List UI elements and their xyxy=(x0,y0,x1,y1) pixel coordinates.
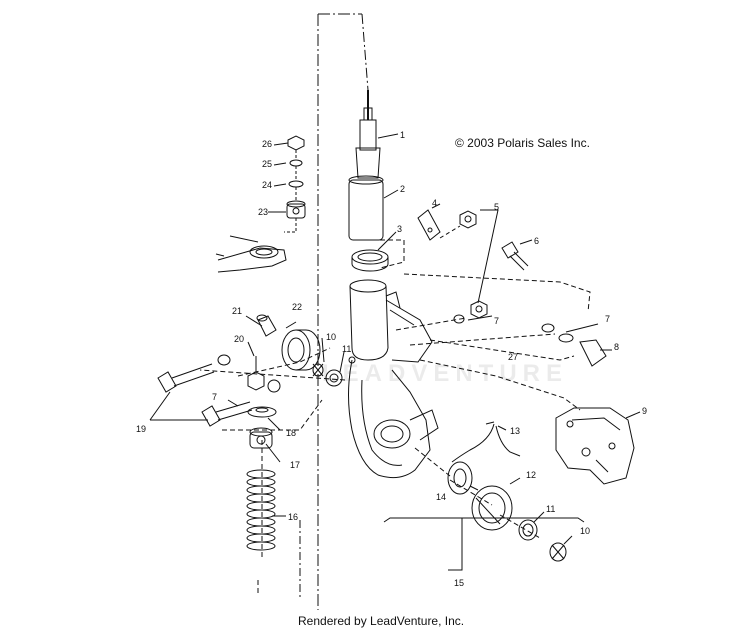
part-shock-body xyxy=(348,175,384,241)
callout-19: 19 xyxy=(136,424,146,434)
part-bearing-22 xyxy=(281,329,321,371)
part-seal-14 xyxy=(447,461,473,495)
watermark: LEADVENTURE xyxy=(322,360,569,387)
part-sensor-13 xyxy=(451,421,521,463)
callout-11a: 11 xyxy=(342,344,351,354)
callout-11b: 11 xyxy=(546,504,555,514)
leader-19 xyxy=(149,391,208,421)
part-strut-housing xyxy=(349,279,433,363)
bracket-15 xyxy=(383,517,585,523)
leader-5 xyxy=(477,209,499,304)
rendered-by-text: Rendered by LeadVenture, Inc. xyxy=(298,614,465,628)
callout-25: 25 xyxy=(262,159,272,169)
callout-14: 14 xyxy=(436,492,446,502)
callout-3: 3 xyxy=(397,224,402,234)
part-seal-11a xyxy=(325,369,343,387)
part-washer-7a xyxy=(453,314,465,324)
callout-7b: 7 xyxy=(605,314,610,324)
callout-24: 24 xyxy=(262,180,272,190)
part-nut-10a xyxy=(312,363,324,377)
part-washer-25 xyxy=(289,159,303,167)
part-washer-18 xyxy=(247,406,277,418)
callout-10a: 10 xyxy=(326,332,336,342)
callout-21: 21 xyxy=(232,306,242,316)
callout-1: 1 xyxy=(400,130,405,140)
callout-23: 23 xyxy=(258,207,268,217)
callout-18: 18 xyxy=(286,428,296,438)
callout-6: 6 xyxy=(534,236,539,246)
callout-4: 4 xyxy=(432,198,437,208)
part-nut-10b xyxy=(549,542,567,562)
callout-7a: 7 xyxy=(494,316,499,326)
callout-27: 27 xyxy=(508,352,518,362)
part-bolt-19-lower xyxy=(201,401,253,427)
callout-2: 2 xyxy=(400,184,405,194)
callout-labels: 1 2 3 4 5 6 7 7 7 8 9 10 10 11 11 12 13 … xyxy=(136,130,647,588)
part-bushing-23 xyxy=(286,200,306,219)
part-shock-rod xyxy=(355,90,381,179)
callout-20: 20 xyxy=(234,334,244,344)
callout-5: 5 xyxy=(494,202,499,212)
callout-7c: 7 xyxy=(212,392,217,402)
part-pad-8 xyxy=(579,339,607,367)
callout-15: 15 xyxy=(454,578,464,588)
center-line xyxy=(317,13,362,610)
callout-10b: 10 xyxy=(580,526,590,536)
part-bracket-4 xyxy=(417,209,441,241)
part-control-arm xyxy=(215,235,287,273)
part-seal-11b xyxy=(518,519,538,541)
callout-13: 13 xyxy=(510,426,520,436)
part-bearing-12 xyxy=(471,485,513,531)
callout-16: 16 xyxy=(288,512,298,522)
leader-15 xyxy=(448,518,463,571)
callout-22: 22 xyxy=(292,302,302,312)
part-bolt-6 xyxy=(501,241,529,271)
callout-12: 12 xyxy=(526,470,536,480)
callout-8: 8 xyxy=(614,342,619,352)
part-nut-5-top xyxy=(459,210,477,229)
part-nut-20 xyxy=(247,356,265,391)
part-nut-26 xyxy=(287,135,305,151)
part-washer-7d xyxy=(558,333,574,343)
part-ball-joint-21 xyxy=(256,314,277,337)
part-seal-3 xyxy=(351,249,389,272)
part-caliper-9 xyxy=(555,407,635,485)
part-washer-7b xyxy=(217,354,231,366)
part-bumper-17 xyxy=(249,427,273,449)
callout-26: 26 xyxy=(262,139,272,149)
part-steering-knuckle xyxy=(348,359,439,479)
part-nut-5-bottom xyxy=(470,300,488,319)
part-spring-16 xyxy=(246,469,276,551)
part-bolt-19-upper xyxy=(157,363,215,393)
copyright-text: © 2003 Polaris Sales Inc. xyxy=(455,136,590,150)
part-washer-7c xyxy=(267,379,281,393)
part-washer-24 xyxy=(288,180,304,188)
callout-9: 9 xyxy=(642,406,647,416)
callout-17: 17 xyxy=(290,460,300,470)
